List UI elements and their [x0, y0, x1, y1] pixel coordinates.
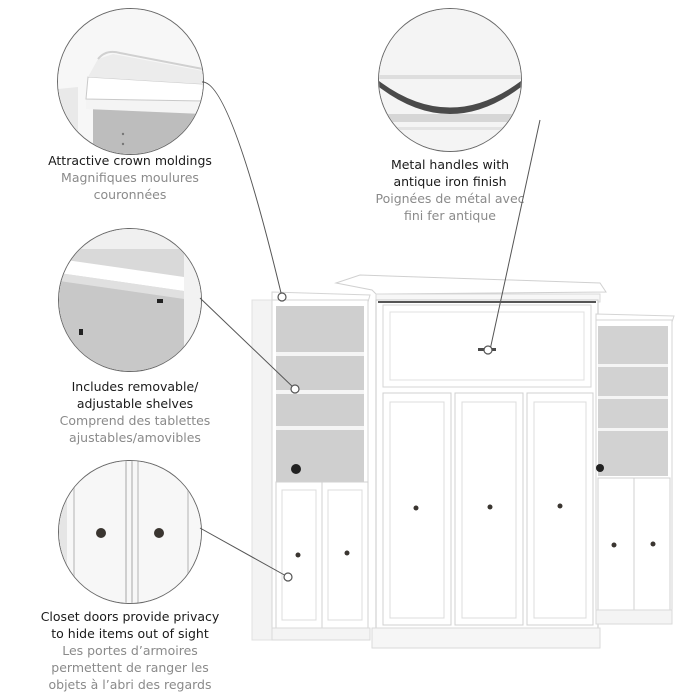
callout-fr-line: permettent de ranger les: [51, 660, 209, 675]
callout-closet-doors: Closet doors provide privacy to hide ite…: [15, 608, 245, 693]
callout-fr-line: Poignées de métal avec: [375, 191, 525, 206]
callout-anchor-dots: [277, 292, 493, 582]
callout-en-line: to hide items out of sight: [51, 626, 209, 641]
callout-en-line: Closet doors provide privacy: [40, 609, 220, 624]
callout-fr-line: ajustables/amovibles: [69, 430, 201, 445]
callout-leader-lines: [199, 81, 541, 578]
callout-crown-moldings: Attractive crown moldings Magnifiques mo…: [20, 152, 240, 203]
callout-en-line: antique iron finish: [393, 174, 507, 189]
callout-en-line: adjustable shelves: [76, 396, 194, 411]
callout-fr-line: fini fer antique: [404, 208, 496, 223]
callout-metal-handles: Metal handles with antique iron finish P…: [360, 156, 540, 224]
callout-fr-line: Les portes d’armoires: [62, 643, 198, 658]
callout-en-line: Metal handles with: [390, 157, 510, 172]
callout-en-line: Attractive crown moldings: [48, 153, 212, 168]
callout-fr-line: Comprend des tablettes: [59, 413, 211, 428]
callout-fr-line: Magnifiques moulures: [61, 170, 199, 185]
closet-doors-detail-image: [58, 460, 202, 604]
callout-fr-line: couronnées: [93, 187, 167, 202]
crown-molding-detail-image: [57, 8, 204, 155]
callout-en-line: Includes removable/: [71, 379, 199, 394]
metal-handle-detail-image: [378, 8, 522, 152]
callout-fr-line: objets à l’abri des regards: [48, 677, 212, 692]
shelves-detail-image: [58, 228, 202, 372]
callout-shelves: Includes removable/ adjustable shelves C…: [30, 378, 240, 446]
